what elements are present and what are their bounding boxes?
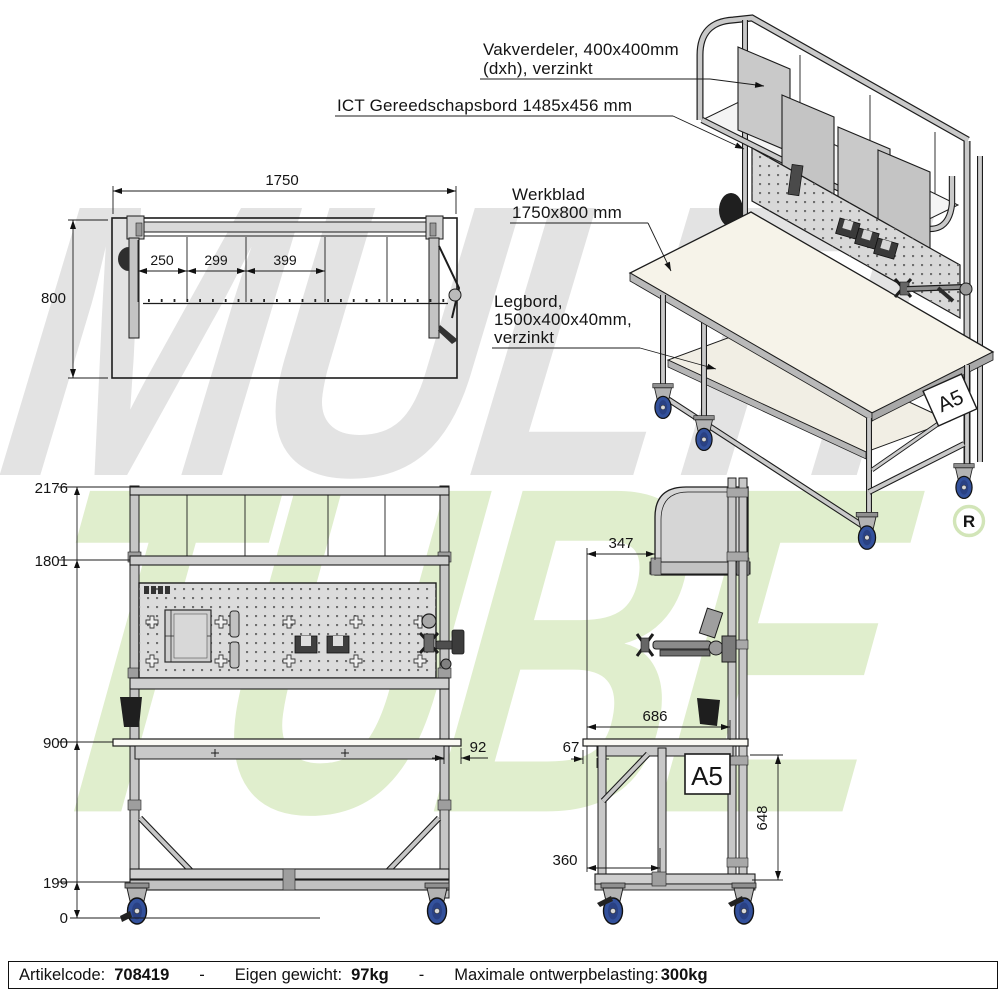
monitor-arm-top	[438, 245, 461, 319]
side-dim-leg-span: 360	[552, 852, 577, 869]
caster-wheel	[652, 383, 674, 420]
monitor-arm-front	[418, 613, 465, 670]
top-dim-seg2: 299	[204, 252, 228, 268]
a5-sign-iso: A5	[922, 373, 978, 427]
brake-lever	[728, 896, 744, 907]
footer-separator: -	[199, 965, 205, 984]
caster-wheel	[693, 415, 715, 452]
hook-bin	[326, 635, 350, 654]
side-dim-top-depth: 347	[608, 535, 633, 552]
front-dim-overhang: 92	[470, 739, 487, 756]
side-dim-overhang: 67	[563, 739, 580, 756]
caster-wheel	[855, 511, 879, 550]
caster-wheel	[424, 882, 450, 925]
callout-legbord-1: Legbord,	[494, 292, 563, 311]
callout-werkblad-1: Werkblad	[512, 185, 585, 204]
callout-gereedschapsbord: ICT Gereedschapsbord 1485x456 mm	[337, 96, 632, 115]
registered-letter: R	[963, 512, 975, 531]
front-view: 2176 1801 900 199 0 92	[35, 480, 488, 927]
hook-bin	[294, 635, 318, 654]
front-dim-total: 2176	[35, 480, 68, 497]
top-view: 1750 800	[41, 172, 462, 379]
worktop-side	[582, 738, 749, 747]
callout-vakverdeler-1: Vakverdeler, 400x400mm	[483, 40, 679, 59]
side-view: 347 686 67	[552, 477, 783, 925]
monitor-arm-iso	[893, 278, 973, 303]
gewicht-value: 97kg	[351, 965, 389, 984]
side-dim-under: 648	[754, 805, 771, 830]
brake-lever	[597, 896, 613, 907]
registered-mark: R	[952, 504, 986, 538]
belasting-label: Maximale ontwerpbelasting:	[454, 965, 659, 984]
top-dim-depth: 800	[41, 290, 66, 307]
artikelcode-value: 708419	[114, 965, 170, 984]
front-dim-lower: 199	[43, 875, 68, 892]
hook-bins-iso	[835, 217, 899, 260]
callout-legbord-3: verzinkt	[494, 328, 554, 347]
document-holder	[164, 609, 212, 663]
footer-bar: Artikelcode: 708419 - Eigen gewicht: 97k…	[8, 961, 998, 989]
gewicht-label: Eigen gewicht:	[234, 965, 343, 984]
callout-legbord-2: 1500x400x40mm,	[494, 310, 632, 329]
pegboard-clips	[144, 586, 170, 594]
monitor-arm-side	[635, 607, 737, 663]
top-dim-width: 1750	[265, 172, 298, 189]
worktop-front	[112, 738, 462, 747]
belasting-value: 300kg	[660, 965, 708, 984]
caster-wheel	[953, 463, 975, 500]
side-dim-worktop-depth: 686	[642, 708, 667, 725]
clamp-knob	[118, 247, 129, 271]
front-dim-worktop: 900	[43, 735, 68, 752]
a5-sign-side-text: A5	[691, 761, 723, 791]
callout-vakverdeler-2: (dxh), verzinkt	[483, 59, 593, 78]
front-dim-ground: 0	[60, 910, 68, 927]
a5-sign-side: A5	[684, 753, 731, 795]
top-dim-seg3: 399	[273, 252, 297, 268]
footer-separator: -	[418, 965, 425, 984]
document-pocket-side	[697, 698, 720, 726]
callout-werkblad-2: 1750x800 mm	[512, 203, 622, 222]
callouts: Vakverdeler, 400x400mm (dxh), verzinkt I…	[335, 40, 765, 370]
top-dim-seg1: 250	[150, 252, 174, 268]
iso-view: A5	[628, 14, 995, 550]
document-pocket-front	[120, 697, 142, 727]
artikelcode-label: Artikelcode:	[19, 965, 106, 984]
front-dim-frame-top: 1801	[35, 553, 68, 570]
